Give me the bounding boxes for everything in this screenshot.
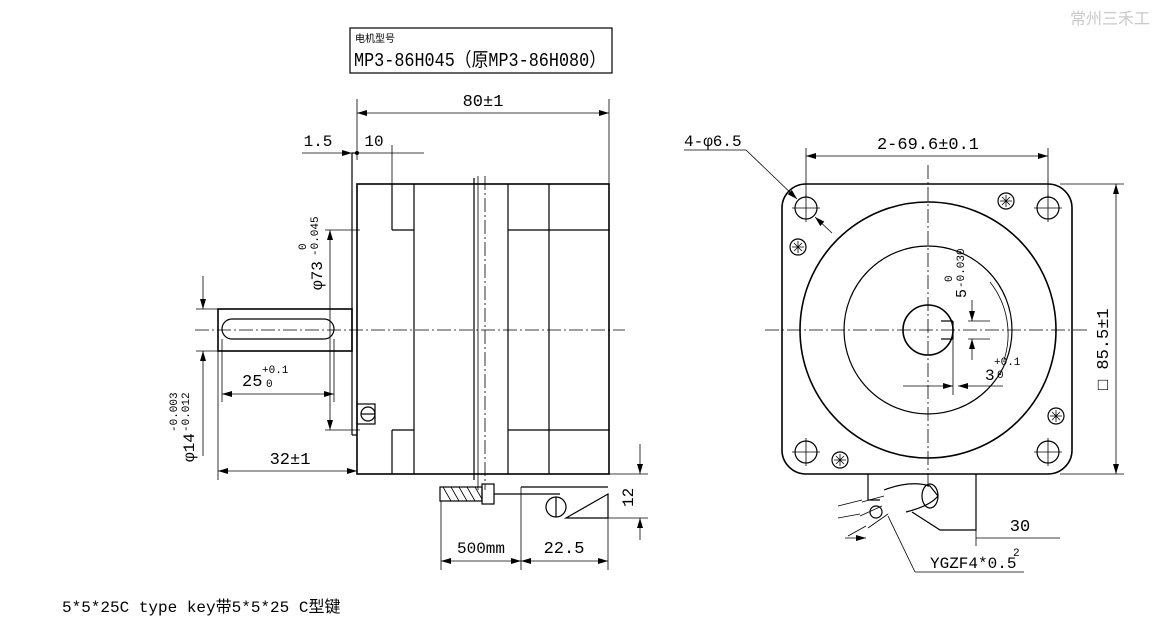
dim-key-depth-tol-upper: +0.1 [994, 357, 1021, 369]
dim-cable-len: 500mm [457, 540, 505, 558]
dim-key-depth: 3 [985, 367, 995, 385]
dim-shaft-dia: φ14 [181, 433, 199, 462]
motor-body [356, 183, 610, 475]
side-view: 80±1 1.5 10 φ73 0 -0.045 25 +0.1 0 φ14 [169, 93, 648, 570]
dim-key-len: 25 [242, 373, 262, 392]
dim-gland: 22.5 [544, 540, 585, 559]
dim-shaft-tol-upper: -0.003 [169, 392, 181, 432]
dim-pilot: 10 [364, 133, 383, 151]
screw-icon [789, 192, 1065, 469]
dim-length: 80±1 [463, 93, 504, 112]
dim-key-tol-lower: 0 [266, 379, 273, 391]
footnote: 5*5*25C type key带5*5*25 C型键 [62, 598, 340, 617]
dim-pcd: 2-69.6±0.1 [877, 136, 979, 155]
dim-key-w: 5 [954, 289, 971, 298]
dim-pilot-tol-upper: 0 [298, 243, 310, 250]
dim-gland-h: 12 [620, 488, 638, 507]
model-box: 电机型号 MP3-86H045（原MP3-86H080） [349, 27, 613, 74]
dim-key-tol-upper: +0.1 [262, 365, 289, 377]
dim-key-w-tol-upper: 0 [944, 275, 956, 282]
cable-exit [837, 474, 977, 537]
watermark: 常州三禾工 [1070, 9, 1150, 28]
cable-gland [439, 483, 609, 519]
cable-spec-sup: 2 [1013, 548, 1020, 560]
dim-pilot-tol-lower: -0.045 [310, 216, 322, 256]
dim-flange: 1.5 [304, 133, 333, 151]
model-number: MP3-86H045（原MP3-86H080） [354, 49, 606, 72]
keyway [221, 318, 335, 340]
dim-holes: 4-φ6.5 [684, 133, 742, 151]
dim-shaft-tol-lower: -0.012 [181, 392, 193, 432]
cable-spec: YGZF4*0.5 [930, 555, 1016, 573]
dim-square: □ 85.5±1 [1095, 308, 1114, 390]
mounting-holes [792, 194, 1062, 466]
dim-shaft-len: 32±1 [270, 451, 311, 470]
dim-key-w-tol-lower: -0.030 [956, 248, 968, 288]
dim-cable-offset: 30 [1010, 518, 1030, 537]
dim-pilot-dia: φ73 [309, 261, 327, 290]
model-label: 电机型号 [355, 32, 395, 46]
shaft [217, 308, 353, 352]
front-view: 4-φ6.5 2-69.6±0.1 □ 85.5±1 5 0 -0.030 3 … [684, 133, 1124, 573]
flange-square [781, 183, 1073, 475]
dim-key-depth-tol-lower: 0 [997, 370, 1004, 382]
